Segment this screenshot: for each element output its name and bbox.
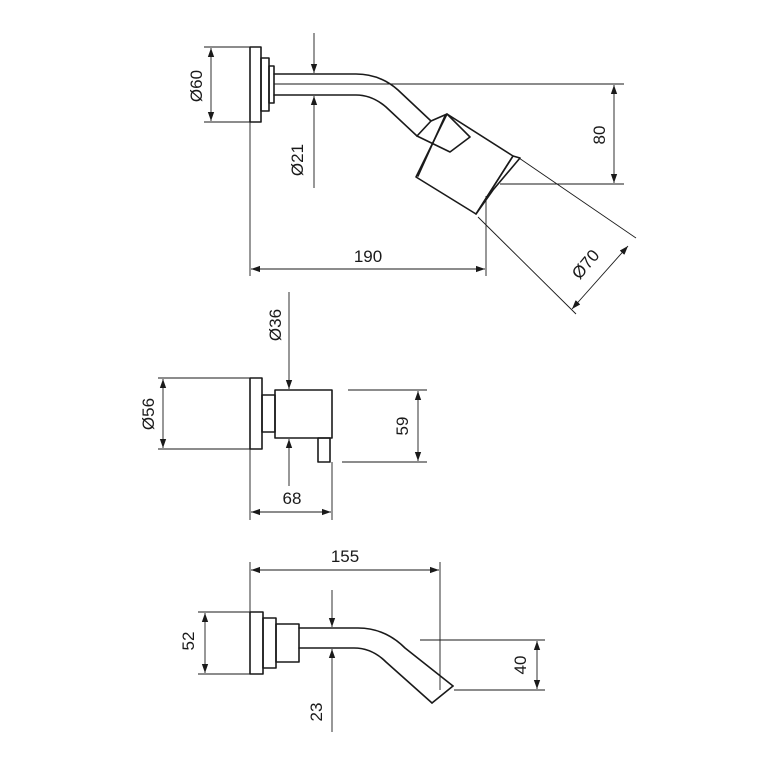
dim-shower-flange-diameter: Ø60 bbox=[187, 46, 250, 123]
dim-valve-body-diameter: Ø36 bbox=[266, 292, 293, 486]
spout-flange-height-label: 52 bbox=[179, 632, 198, 651]
spout-pipe-diameter-label: 23 bbox=[307, 703, 326, 722]
mixer-valve-assembly: Ø36 Ø56 59 68 bbox=[139, 292, 427, 520]
valve-height-label: 59 bbox=[393, 417, 412, 436]
dim-valve-flange-diameter: Ø56 bbox=[139, 377, 250, 450]
shower-arm-diameter-label: Ø21 bbox=[288, 144, 307, 176]
dim-spout-flange-height: 52 bbox=[179, 611, 250, 675]
dim-spout-pipe-diameter: 23 bbox=[307, 590, 336, 732]
valve-projection-label: 68 bbox=[283, 489, 302, 508]
dim-shower-head-diameter: Ø70 bbox=[477, 157, 637, 315]
valve-flange-diameter-label: Ø56 bbox=[139, 398, 158, 430]
dim-spout-projection: 155 bbox=[249, 547, 441, 690]
spout-outline bbox=[249, 611, 454, 704]
shower-head-outline bbox=[249, 46, 521, 215]
dim-valve-height: 59 bbox=[342, 389, 427, 463]
dim-spout-outlet-drop: 40 bbox=[420, 639, 545, 691]
mixer-valve-outline bbox=[249, 377, 333, 463]
spout-projection-label: 155 bbox=[331, 547, 359, 566]
dim-shower-projection: 190 bbox=[249, 122, 487, 276]
shower-flange-diameter-label: Ø60 bbox=[187, 70, 206, 102]
valve-body-diameter-label: Ø36 bbox=[266, 309, 285, 341]
dim-shower-arm-diameter: Ø21 bbox=[288, 33, 318, 188]
shower-head-diameter-label: Ø70 bbox=[568, 246, 603, 283]
dim-shower-drop: 80 bbox=[274, 83, 624, 185]
spout-assembly: 155 52 23 40 bbox=[179, 547, 545, 732]
shower-head-assembly: Ø60 Ø21 80 190 Ø70 bbox=[187, 33, 637, 315]
shower-projection-label: 190 bbox=[354, 247, 382, 266]
spout-outlet-drop-label: 40 bbox=[511, 656, 530, 675]
dim-valve-projection: 68 bbox=[249, 449, 333, 520]
shower-drop-label: 80 bbox=[590, 126, 609, 145]
